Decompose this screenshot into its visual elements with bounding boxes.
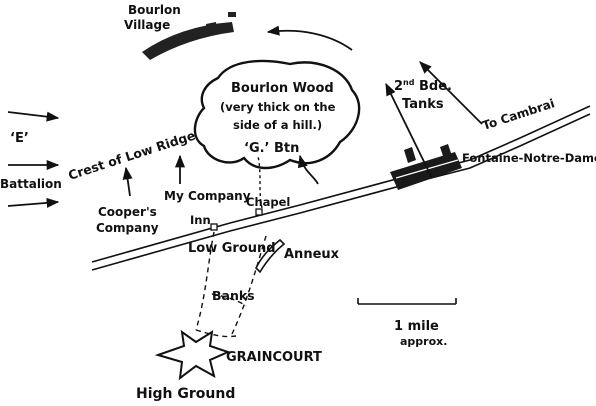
label-high-ground: High Ground: [136, 386, 235, 402]
label-scale: 1 mile: [394, 319, 439, 334]
label-crest-low-ridge: Crest of Low Ridge: [66, 128, 197, 183]
label-scale-approx: approx.: [400, 335, 447, 348]
anneux-symbol: [255, 238, 286, 274]
chapel-marker: [255, 208, 263, 216]
bourlon-village-symbol: [142, 12, 236, 60]
label-coopers-1: Cooper's: [98, 205, 157, 219]
coopers-company-arrow: [122, 166, 133, 197]
arrow-into-wood-east: [297, 154, 319, 185]
label-my-company: My Company: [164, 189, 251, 203]
label-bourlon-village-1: Bourlon: [128, 3, 181, 17]
label-g-btn: ‘G.’ Btn: [244, 141, 299, 156]
label-graincourt: GRAINCOURT: [226, 350, 322, 365]
label-bourlon-village-2: Village: [124, 18, 170, 32]
e-battalion-arrow-3: [7, 197, 60, 208]
fontaine-village-symbol: [390, 144, 462, 190]
label-inn: Inn: [190, 213, 211, 227]
gbtn-track: [257, 155, 263, 209]
tanks-arrow-1: [385, 82, 433, 179]
banks-tracks: [195, 231, 267, 338]
e-battalion-arrow-1: [7, 111, 60, 122]
label-bourlon-wood-1: Bourlon Wood: [231, 81, 334, 96]
label-battalion: Battalion: [0, 177, 62, 191]
tanks-arrow-2: [419, 61, 483, 125]
label-bourlon-wood-2: (very thick on the: [220, 100, 336, 114]
label-coopers-2: Company: [96, 221, 159, 235]
label-banks: Banks: [212, 288, 255, 303]
label-low-ground: Low Ground: [188, 241, 276, 256]
arrow-wood-to-village: [266, 25, 353, 51]
label-tanks: Tanks: [402, 97, 444, 112]
label-e: ‘E’: [10, 131, 29, 146]
graincourt-symbol: [154, 329, 231, 381]
label-chapel: Chapel: [246, 195, 290, 209]
scale-bar: [357, 298, 457, 305]
bourlon-wood-outline: [193, 59, 361, 170]
label-fontaine: Fontaine-Notre-Dame: [462, 151, 596, 165]
main-road: [91, 105, 591, 271]
label-anneux: Anneux: [284, 247, 340, 262]
label-2nd-bde: 2nd Bde.: [394, 78, 452, 94]
inn-marker: [210, 223, 218, 231]
label-bourlon-wood-3: side of a hill.): [233, 118, 322, 132]
